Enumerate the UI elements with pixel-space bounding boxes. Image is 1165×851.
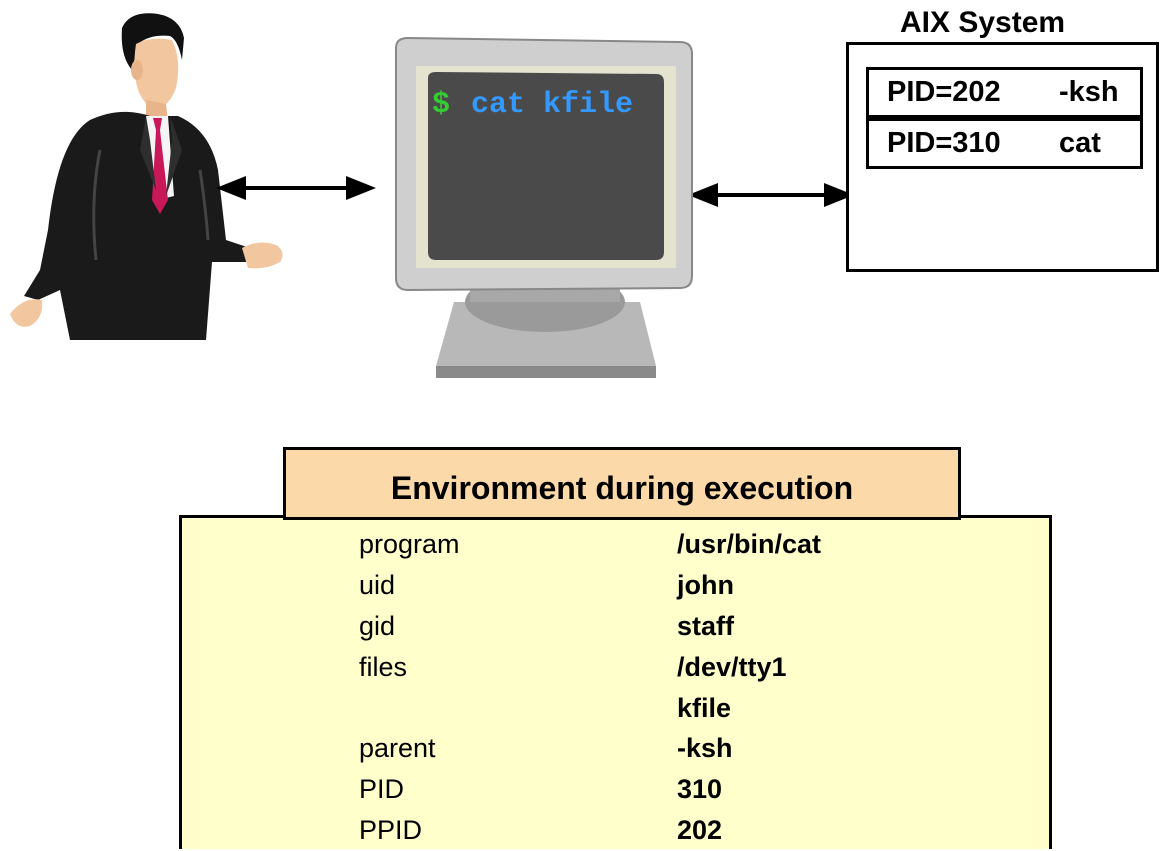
process-pid: PID=202 [887, 76, 1001, 108]
environment-key: uid [359, 569, 396, 600]
terminal-monitor [395, 36, 693, 378]
user-figure [10, 13, 283, 340]
environment-value: 310 [677, 774, 723, 805]
environment-row: files /dev/tty1 [359, 647, 979, 688]
process-row: PID=310 cat [866, 118, 1143, 169]
environment-row: PPID 202 [359, 810, 979, 851]
user-terminal-arrow [216, 176, 376, 200]
environment-row: parent -ksh [359, 728, 979, 769]
environment-key: PPID [359, 815, 423, 846]
process-pid: PID=310 [887, 127, 1001, 159]
environment-key: gid [359, 610, 396, 641]
process-command: -ksh [1059, 76, 1119, 108]
environment-title: Environment during execution [283, 447, 961, 520]
environment-row: PID 310 [359, 769, 979, 810]
process-row: PID=202 -ksh [866, 67, 1143, 118]
environment-value: -ksh [677, 733, 733, 764]
environment-row: kfile [359, 688, 979, 729]
terminal-prompt: $ [432, 88, 450, 122]
terminal-command: cat kfile [471, 88, 633, 122]
environment-value: john [677, 569, 734, 600]
aix-system-title: AIX System [900, 6, 1066, 39]
environment-key: program [359, 529, 460, 559]
terminal-system-arrow [688, 183, 854, 207]
environment-value: 202 [677, 815, 723, 846]
aix-system-box: PID=202 -ksh PID=310 cat [846, 42, 1159, 272]
process-command: cat [1059, 127, 1101, 159]
environment-row: gid staff [359, 606, 979, 647]
environment-key: files [359, 651, 408, 682]
environment-key: parent [359, 733, 436, 764]
environment-value: staff [677, 610, 735, 641]
environment-row: uid john [359, 565, 979, 606]
environment-row: program /usr/bin/cat [359, 524, 979, 565]
environment-value: /usr/bin/cat [677, 529, 822, 559]
environment-rows: program /usr/bin/cat uid john gid staff … [359, 524, 979, 851]
environment-value: /dev/tty1 [677, 651, 787, 682]
environment-key: PID [359, 774, 405, 805]
environment-value: kfile [677, 692, 732, 723]
